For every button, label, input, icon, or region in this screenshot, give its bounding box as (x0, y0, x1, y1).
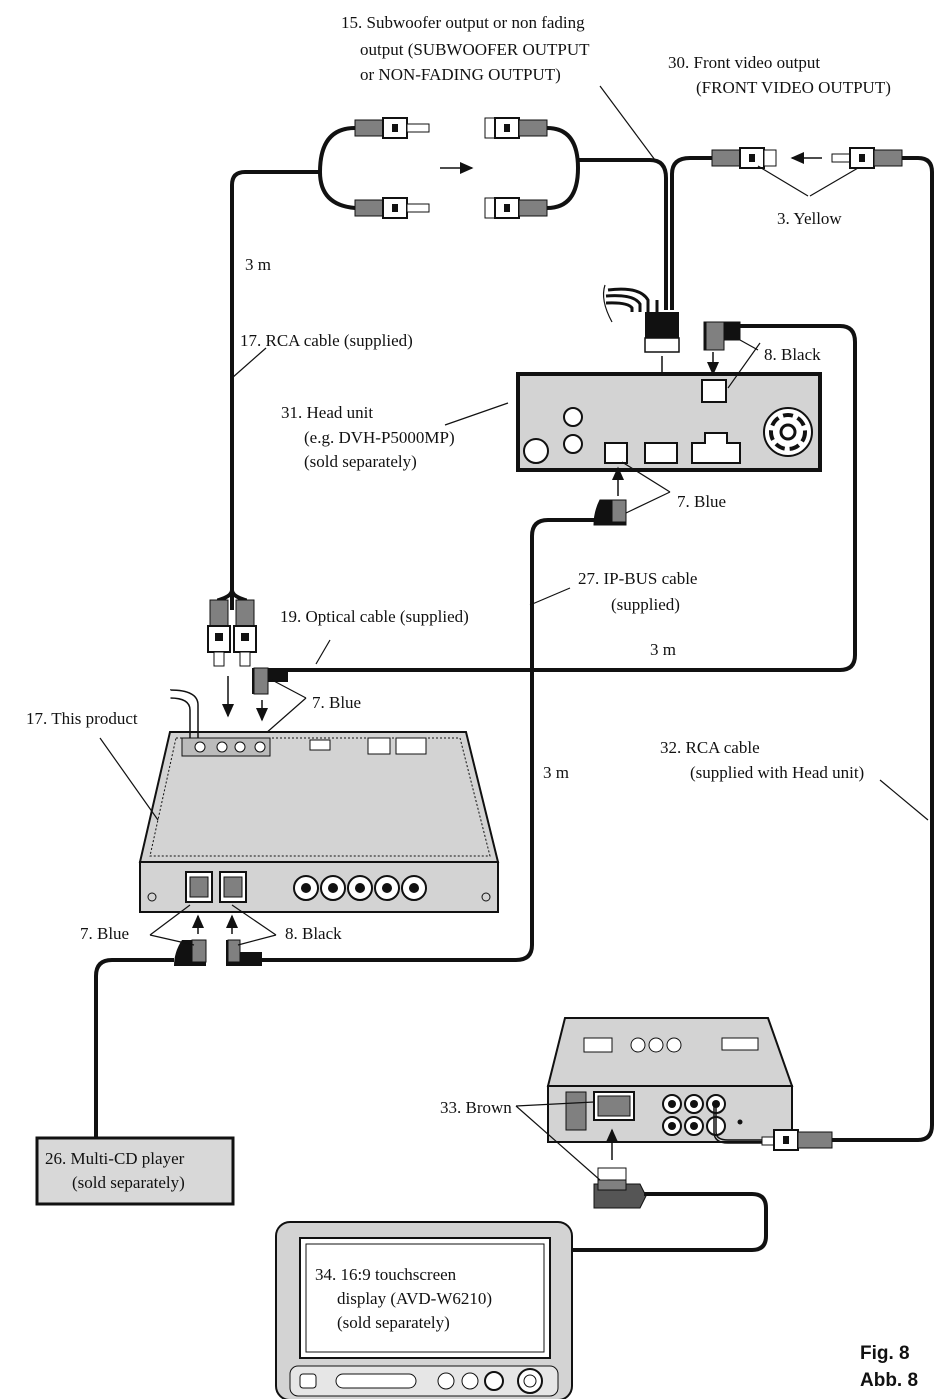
rca-y-split (317, 126, 356, 210)
label-subwoofer-3: or NON-FADING OUTPUT) (360, 65, 561, 84)
label-multi-cd-1: 26. Multi-CD player (45, 1149, 185, 1168)
rca-plug-bottom-left (354, 197, 430, 219)
label-front-video-2: (FRONT VIDEO OUTPUT) (696, 78, 891, 97)
rca-plug-top-left (354, 117, 430, 139)
subwoofer-cable (546, 126, 581, 210)
figure-label-german: Abb. 8 (860, 1370, 919, 1391)
rca-plug-product-left (207, 599, 231, 667)
label-brown: 33. Brown (440, 1098, 512, 1117)
label-subwoofer-1: 15. Subwoofer output or non fading (341, 13, 585, 32)
display-cable (572, 1192, 768, 1252)
front-video-jack (711, 147, 777, 169)
rca-cable-17 (230, 170, 320, 610)
label-blue-bottom: 7. Blue (80, 924, 130, 943)
rca-jack-bottom-right (484, 197, 548, 219)
label-display-3: (sold separately) (337, 1313, 450, 1332)
label-ipbus-1: 27. IP-BUS cable (578, 569, 698, 588)
label-optical: 19. Optical cable (supplied) (280, 607, 469, 626)
label-black-top: 8. Black (764, 345, 821, 364)
rca-cable-32 (832, 156, 934, 1142)
harness-connector (645, 312, 679, 338)
label-yellow: 3. Yellow (777, 209, 842, 228)
figure-label: Fig. 8 (860, 1343, 910, 1364)
front-video-plug (831, 147, 903, 169)
rca-plug-interface (761, 1129, 833, 1151)
optical-cable-19 (288, 324, 857, 672)
label-ipbus-2: (supplied) (611, 595, 680, 614)
label-3m-top: 3 m (245, 255, 271, 274)
label-3m-mid: 3 m (543, 763, 569, 782)
label-front-video-1: 30. Front video output (668, 53, 821, 72)
label-display-2: display (AVD-W6210) (337, 1289, 493, 1308)
label-display-1: 34. 16:9 touchscreen (315, 1265, 457, 1284)
multi-cd-cable (94, 958, 174, 1138)
label-blue-top: 7. Blue (677, 492, 727, 511)
label-subwoofer-2: output (SUBWOOFER OUTPUT (360, 40, 590, 59)
label-3m-right: 3 m (650, 640, 676, 659)
rca-jack-top-right (484, 117, 548, 139)
label-head-unit-3: (sold separately) (304, 452, 417, 471)
label-rca-head-1: 32. RCA cable (660, 738, 760, 757)
ipbus-cable-27 (262, 518, 594, 962)
rca-plug-product-right (233, 599, 257, 667)
label-blue-mid: 7. Blue (312, 693, 362, 712)
label-multi-cd-2: (sold separately) (72, 1173, 185, 1192)
label-this-product: 17. This product (26, 709, 138, 728)
label-head-unit-2: (e.g. DVH-P5000MP) (304, 428, 455, 447)
multi-cd-box (35, 1136, 235, 1206)
label-head-unit-1: 31. Head unit (281, 403, 374, 422)
label-black-bottom: 8. Black (285, 924, 342, 943)
rca-jacks-product (293, 875, 427, 901)
label-rca-head-2: (supplied with Head unit) (690, 763, 865, 782)
label-rca-supplied: 17. RCA cable (supplied) (240, 331, 413, 350)
front-video-cable (670, 156, 712, 310)
